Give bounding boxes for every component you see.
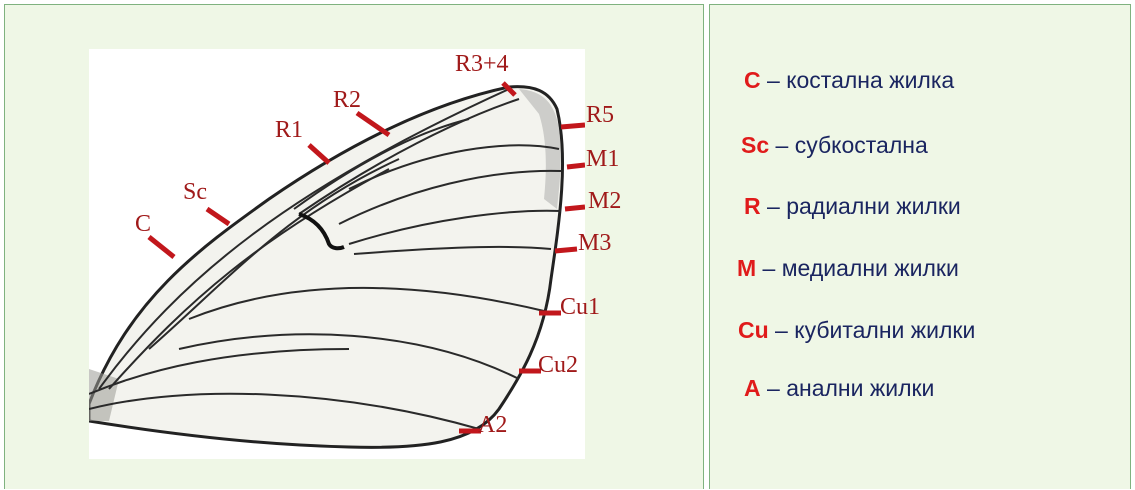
legend-text-sc: – субкостална — [769, 132, 928, 158]
label-r34: R3+4 — [455, 51, 509, 77]
legend-abbr-m: M — [737, 255, 756, 281]
pointer-m1 — [567, 165, 585, 167]
label-c: C — [135, 211, 151, 237]
legend-text-m: – медиални жилки — [756, 255, 959, 281]
label-r2: R2 — [333, 87, 361, 113]
legend-abbr-cu: Cu — [738, 317, 769, 343]
pointer-r2 — [357, 113, 389, 135]
pointer-m3 — [555, 249, 577, 251]
label-r1: R1 — [275, 117, 303, 143]
legend-text-a: – анални жилки — [761, 375, 935, 401]
legend-item-cu: Cu – кубитални жилки — [738, 317, 975, 344]
legend-panel: C – костална жилка Sc – субкостална R – … — [709, 4, 1131, 489]
pointer-sc — [207, 209, 229, 224]
legend-text-r: – радиални жилки — [761, 193, 961, 219]
legend-abbr-a: A — [744, 375, 761, 401]
legend-item-a: A – анални жилки — [744, 375, 934, 402]
legend-abbr-sc: Sc — [741, 132, 769, 158]
pointer-m2 — [565, 207, 585, 209]
legend-item-m: M – медиални жилки — [737, 255, 959, 282]
butterfly-wing-figure: C Sc R1 R2 R3+4 — [89, 49, 585, 459]
legend-text-c: – костална жилка — [761, 67, 955, 93]
vein-legend: C – костална жилка Sc – субкостална R – … — [710, 5, 1132, 490]
label-sc: Sc — [183, 179, 207, 205]
wing-shape — [89, 87, 563, 448]
pointer-c — [149, 237, 174, 257]
legend-item-sc: Sc – субкостална — [741, 132, 928, 159]
wing-panel: C Sc R1 R2 R3+4 — [4, 4, 704, 489]
legend-text-cu: – кубитални жилки — [769, 317, 976, 343]
legend-item-c: C – костална жилка — [744, 67, 954, 94]
legend-abbr-c: C — [744, 67, 761, 93]
pointer-r5 — [561, 125, 585, 127]
legend-abbr-r: R — [744, 193, 761, 219]
legend-item-r: R – радиални жилки — [744, 193, 961, 220]
pointer-r1 — [309, 145, 329, 163]
wing-svg: C Sc R1 R2 R3+4 — [89, 49, 585, 459]
